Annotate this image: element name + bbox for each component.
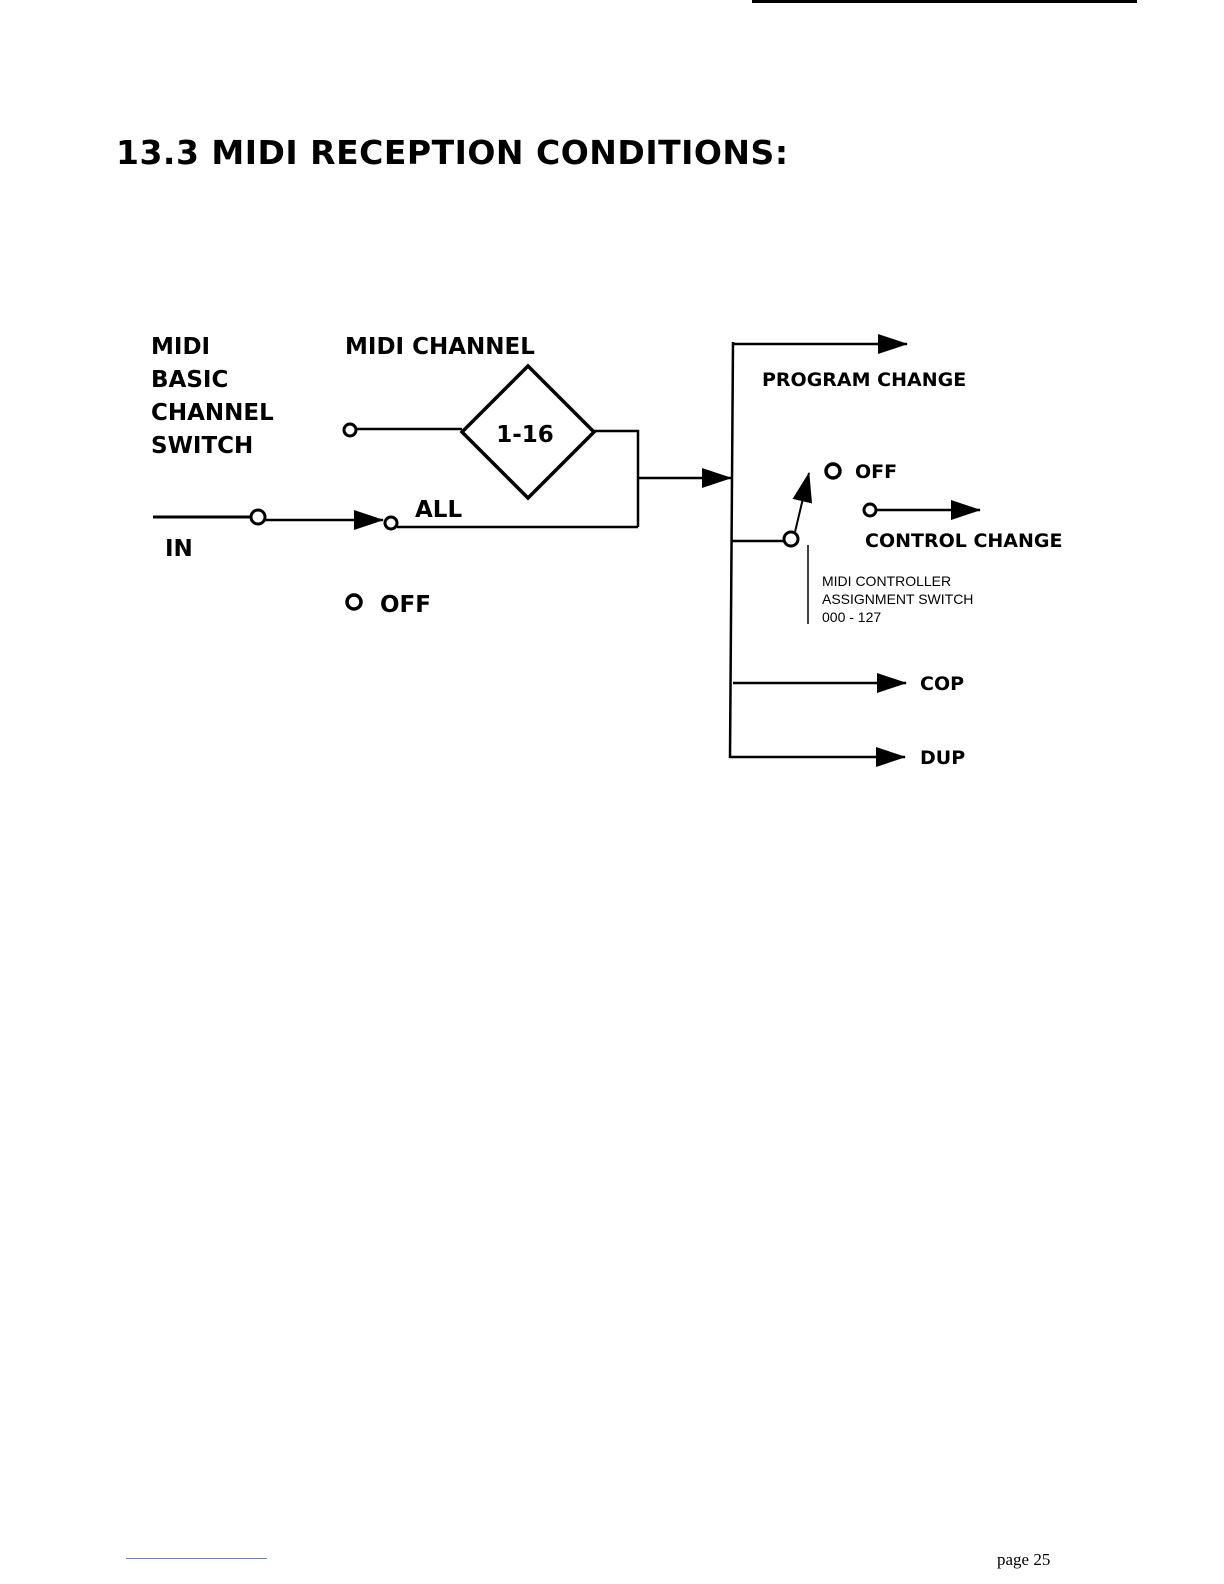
controller-switch-arm: [795, 473, 809, 532]
label-line-3: CHANNEL: [151, 400, 274, 426]
channel-terminal: [344, 424, 356, 436]
off-terminal: [347, 595, 361, 609]
input-label: IN: [165, 536, 193, 562]
program-change-label: PROGRAM CHANGE: [762, 369, 966, 391]
output-bus: [730, 342, 733, 758]
control-change-terminal: [864, 504, 876, 516]
input-terminal: [251, 510, 265, 524]
controller-note-line-2: ASSIGNMENT SWITCH: [822, 591, 973, 607]
off-label: OFF: [380, 592, 431, 618]
label-line-1: MIDI: [151, 334, 210, 360]
controller-switch-terminal: [784, 532, 798, 546]
controller-note-line-3: 000 - 127: [822, 609, 881, 625]
label-line-4: SWITCH: [151, 433, 253, 459]
midi-channel-label: MIDI CHANNEL: [345, 334, 535, 360]
merge-line: [594, 431, 638, 527]
page-number: page 25: [997, 1550, 1050, 1570]
footnote-rule: [126, 1558, 267, 1559]
all-terminal: [385, 517, 397, 529]
dup-label: DUP: [920, 747, 965, 769]
basic-channel-switch-label: MIDI BASIC CHANNEL SWITCH: [151, 334, 274, 459]
all-label: ALL: [415, 497, 462, 523]
controller-off-label: OFF: [855, 461, 897, 483]
control-change-label: CONTROL CHANGE: [865, 530, 1063, 552]
channel-range: 1-16: [496, 422, 554, 448]
cop-label: COP: [920, 673, 964, 695]
controller-note-line-1: MIDI CONTROLLER: [822, 573, 951, 589]
label-line-2: BASIC: [151, 367, 228, 393]
controller-off-terminal: [826, 464, 840, 478]
